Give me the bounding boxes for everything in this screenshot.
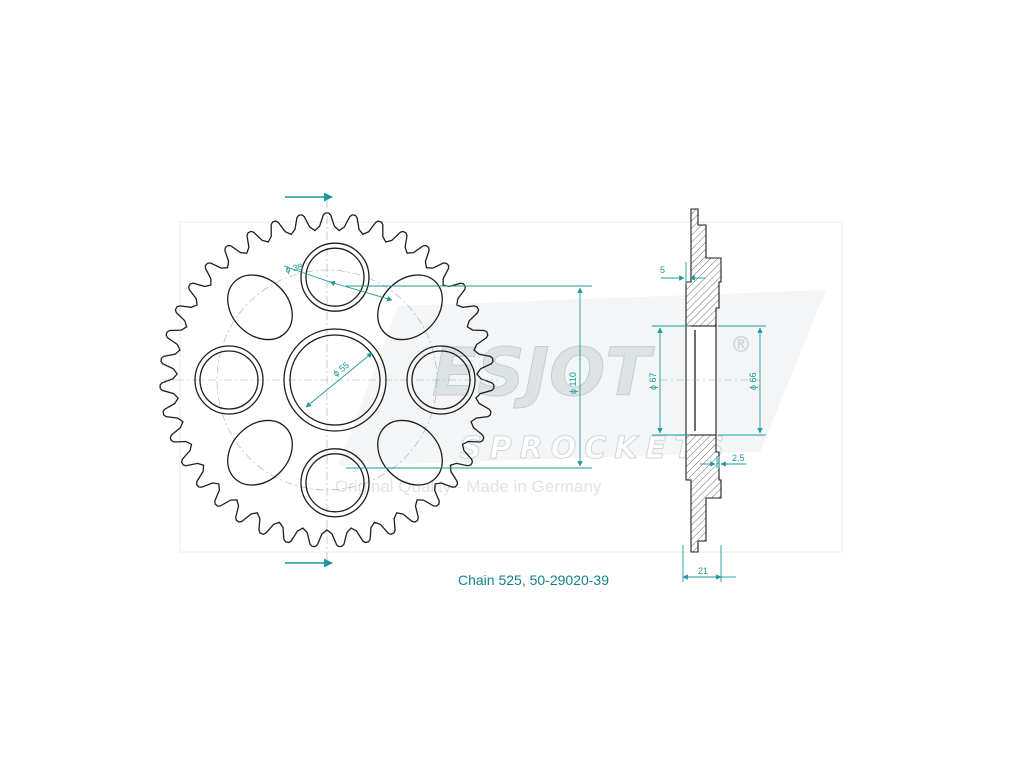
watermark-subtitle: SPROCKETS — [460, 431, 732, 466]
lightening-hole-round — [194, 345, 264, 415]
lightening-hole-inner — [199, 350, 259, 410]
sprocket-tooth-profile — [159, 212, 495, 548]
part-caption: Chain 525, 50-29020-39 — [458, 572, 609, 588]
hole-diameter-label: ϕ 38 — [284, 262, 303, 275]
watermark-tagline: Original Quality - Made in Germany — [335, 477, 602, 496]
side-bore — [685, 325, 717, 436]
lightening-holes — [194, 242, 476, 518]
center-bore-inner — [289, 334, 381, 426]
lightening-hole-inner — [411, 350, 471, 410]
side-profile-lower — [685, 434, 722, 553]
bolt-circle-label: ϕ 110 — [568, 372, 578, 394]
lightening-hole-teardrop — [227, 419, 293, 486]
front-view-dimensions: ϕ 38 ϕ 55 ϕ 110 — [283, 192, 592, 568]
center-bore-label: ϕ 55 — [331, 360, 351, 379]
hub-diameter-label: ϕ 66 — [748, 372, 758, 390]
watermark-registered: ® — [730, 333, 752, 358]
lightening-hole-round — [300, 448, 370, 518]
watermark: ESJOT ® SPROCKETS Original Quality - Mad… — [335, 290, 826, 496]
watermark-brand: ESJOT — [432, 334, 655, 411]
lightening-hole-inner — [305, 247, 365, 307]
center-bore — [283, 328, 387, 432]
total-width-label: 21 — [698, 566, 708, 576]
lightening-hole-inner — [305, 453, 365, 513]
flange-step-label: 5 — [660, 265, 665, 275]
side-profile-upper — [685, 208, 722, 327]
side-view-dimensions: 5 ϕ 67 ϕ 66 2.5 21 — [648, 262, 766, 582]
lightening-hole-round — [300, 242, 370, 312]
lightening-hole-teardrop — [377, 419, 443, 486]
sprocket-front-view — [159, 200, 498, 562]
offset-label: 2.5 — [732, 453, 745, 463]
lightening-hole-round — [406, 345, 476, 415]
lightening-hole-teardrop — [227, 274, 293, 341]
inner-bore-label: ϕ 67 — [648, 372, 658, 390]
drawing-frame — [179, 221, 843, 553]
